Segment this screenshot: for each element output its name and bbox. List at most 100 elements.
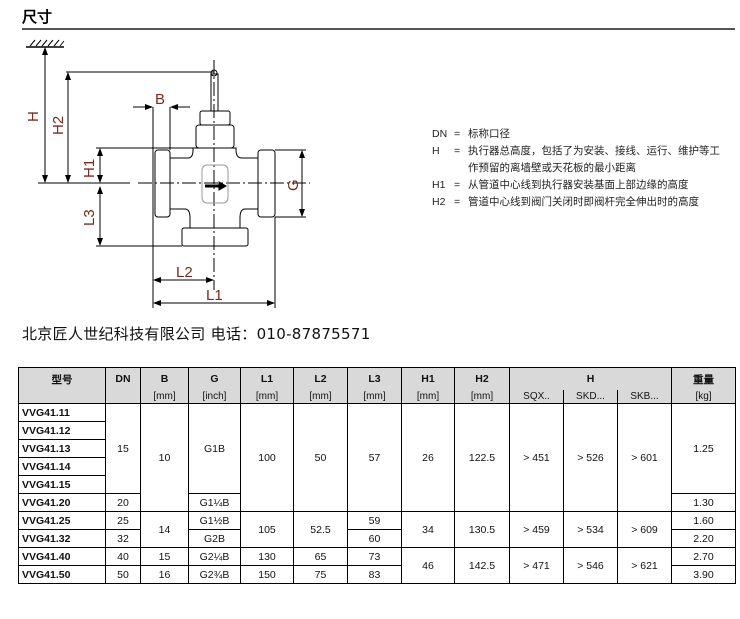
dim-label-h: H: [25, 111, 42, 122]
column-unit: [mm]: [140, 390, 189, 404]
value-cell: 100: [240, 403, 294, 512]
value-cell: 1.25: [671, 403, 736, 494]
legend-text: 从管道中心线到执行器安装基面上部边缘的高度: [468, 179, 689, 191]
legend-item: H2 = 管道中心线到阀门关闭时即阀杆完全伸出时的高度: [432, 194, 726, 211]
value-cell: 34: [401, 511, 455, 548]
legend-text: 执行器总高度，包括了为安装、接线、运行、维护等工作预留的离墙壁或天花板的最小距离: [468, 145, 720, 174]
legend-key: H2: [432, 196, 446, 208]
column-header: L3: [347, 367, 402, 390]
column-unit: [mm]: [454, 390, 510, 404]
value-cell: 142.5: [454, 547, 510, 584]
value-cell: 25: [105, 511, 141, 530]
value-cell: 57: [347, 403, 402, 512]
column-unit: SKD...: [563, 390, 618, 404]
value-cell: > 459: [509, 511, 564, 548]
model-cell: VVG41.14: [18, 457, 106, 476]
model-cell: VVG41.20: [18, 493, 106, 512]
valve-dimension-drawing: H H2 H1 L3 B G L2 L1: [25, 39, 310, 308]
model-cell: VVG41.40: [18, 547, 106, 566]
dim-label-l3: L3: [81, 209, 98, 226]
value-cell: 26: [401, 403, 455, 512]
value-cell: 40: [105, 547, 141, 566]
value-cell: 65: [293, 547, 348, 566]
column-header: H2: [454, 367, 510, 390]
column-unit: [mm]: [347, 390, 402, 404]
column-unit: [mm]: [401, 390, 455, 404]
value-cell: G2¾B: [188, 565, 241, 584]
company-contact-line: 北京匠人世纪科技有限公司 电话：010-87875571: [22, 325, 371, 343]
legend-text: 标称口径: [468, 128, 510, 140]
value-cell: 122.5: [454, 403, 510, 512]
value-cell: > 546: [563, 547, 618, 584]
value-cell: > 471: [509, 547, 564, 584]
value-cell: 150: [240, 565, 294, 584]
value-cell: 83: [347, 565, 402, 584]
column-header: 重量: [671, 367, 736, 390]
column-unit: [inch]: [188, 390, 241, 404]
value-cell: 130: [240, 547, 294, 566]
value-cell: 10: [140, 403, 189, 512]
legend-eq: =: [454, 196, 461, 208]
column-header: L2: [293, 367, 348, 390]
value-cell: > 621: [617, 547, 672, 584]
dimension-legend: DN=标称口径 H=执行器总高度，包括了为安装、接线、运行、维护等工作预留的离墙…: [432, 126, 726, 211]
legend-item: H1 = 从管道中心线到执行器安装基面上部边缘的高度: [432, 177, 726, 194]
column-header: H1: [401, 367, 455, 390]
dim-label-h1: H1: [81, 159, 98, 178]
value-cell: 50: [293, 403, 348, 512]
table-row: VVG41.12: [18, 421, 736, 440]
column-header: DN: [105, 367, 141, 390]
legend-item: DN=标称口径: [432, 126, 726, 143]
value-cell: G1B: [188, 403, 241, 494]
model-cell: VVG41.15: [18, 475, 106, 494]
value-cell: > 534: [563, 511, 618, 548]
legend-eq: =: [454, 179, 461, 191]
value-cell: 73: [347, 547, 402, 566]
value-cell: 2.20: [671, 529, 736, 548]
model-cell: VVG41.32: [18, 529, 106, 548]
model-cell: VVG41.11: [18, 403, 106, 422]
value-cell: > 451: [509, 403, 564, 512]
value-cell: 105: [240, 511, 294, 548]
value-cell: 52.5: [293, 511, 348, 548]
legend-eq: =: [454, 145, 461, 157]
legend-eq: =: [454, 128, 461, 140]
value-cell: 1.60: [671, 511, 736, 530]
value-cell: G2¼B: [188, 547, 241, 566]
legend-key: H1: [432, 179, 446, 191]
table-row: VVG41.13: [18, 439, 736, 458]
model-cell: VVG41.25: [18, 511, 106, 530]
value-cell: 20: [105, 493, 141, 512]
section-title: 尺寸: [22, 9, 53, 26]
column-unit: SQX..: [509, 390, 564, 404]
value-cell: 130.5: [454, 511, 510, 548]
model-cell: VVG41.13: [18, 439, 106, 458]
value-cell: G1¼B: [188, 493, 241, 512]
column-unit: [18, 390, 106, 404]
column-unit: [mm]: [240, 390, 294, 404]
dim-label-h2: H2: [50, 116, 67, 135]
dim-label-l2: L2: [176, 264, 193, 281]
value-cell: 60: [347, 529, 402, 548]
column-unit: SKB...: [617, 390, 672, 404]
value-cell: 2.70: [671, 547, 736, 566]
column-header: H: [509, 367, 672, 390]
model-cell: VVG41.12: [18, 421, 106, 440]
dim-label-l1: L1: [206, 287, 223, 304]
value-cell: 75: [293, 565, 348, 584]
title-divider: [22, 28, 735, 30]
value-cell: 46: [401, 547, 455, 584]
column-unit: [105, 390, 141, 404]
value-cell: G2B: [188, 529, 241, 548]
legend-key: H: [432, 145, 440, 157]
column-unit: [mm]: [293, 390, 348, 404]
column-header: 型号: [18, 367, 106, 390]
legend-text: 管道中心线到阀门关闭时即阀杆完全伸出时的高度: [468, 196, 699, 208]
column-unit: [kg]: [671, 390, 736, 404]
value-cell: 16: [140, 565, 189, 584]
